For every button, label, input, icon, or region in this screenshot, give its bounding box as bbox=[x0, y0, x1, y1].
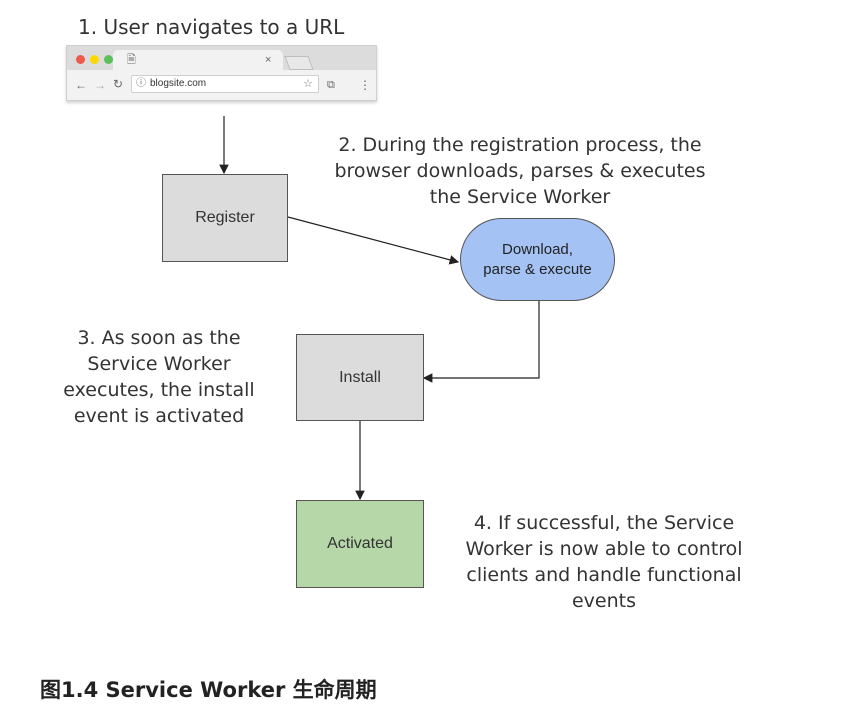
maximize-window-dot bbox=[104, 55, 113, 64]
cast-icon: ⧉ bbox=[327, 79, 335, 91]
step1-label: 1. User navigates to a URL bbox=[78, 15, 345, 39]
browser-window-illustration: 🗎 × ← → ↻ ⓘ blogsite.com ☆ ⧉ ⋮ bbox=[66, 45, 377, 101]
star-icon: ☆ bbox=[303, 78, 313, 90]
step3-line-4: event is activated bbox=[73, 405, 245, 427]
activated-node: Activated bbox=[296, 500, 424, 588]
register-node: Register bbox=[162, 174, 288, 262]
install-label: Install bbox=[339, 368, 381, 386]
close-tab-icon: × bbox=[265, 54, 272, 66]
close-window-dot bbox=[76, 55, 85, 64]
info-icon: ⓘ bbox=[136, 78, 146, 89]
step3-line-2: Service Worker bbox=[87, 353, 231, 375]
browser-tab: 🗎 × bbox=[113, 50, 283, 70]
activated-label: Activated bbox=[327, 535, 393, 552]
forward-arrow-icon: → bbox=[94, 78, 106, 92]
browser-tab-strip: 🗎 × bbox=[67, 46, 376, 70]
arrow-register-to-download bbox=[287, 216, 460, 265]
step2-line-2: browser downloads, parses & executes bbox=[334, 160, 706, 182]
step4-line-4: events bbox=[571, 590, 636, 612]
page-icon: 🗎 bbox=[127, 54, 136, 66]
reload-icon: ↻ bbox=[113, 77, 124, 91]
step2-line-3: the Service Worker bbox=[429, 186, 611, 208]
url-text: blogsite.com bbox=[150, 78, 207, 89]
step3-line-3: executes, the install bbox=[63, 379, 255, 401]
step4-label: 4. If successful, the Service Worker is … bbox=[444, 510, 764, 614]
install-node: Install bbox=[296, 334, 424, 421]
arrow-download-to-install bbox=[422, 301, 540, 383]
download-label-line-2: parse & execute bbox=[483, 260, 592, 278]
minimize-window-dot bbox=[90, 55, 99, 64]
menu-dots-icon: ⋮ bbox=[359, 78, 371, 92]
back-arrow-icon: ← bbox=[75, 78, 87, 92]
download-parse-execute-node: Download, parse & execute bbox=[460, 218, 615, 301]
step3-line-1: 3. As soon as the bbox=[77, 327, 241, 349]
step3-label: 3. As soon as the Service Worker execute… bbox=[46, 325, 272, 429]
step4-line-1: 4. If successful, the Service bbox=[473, 512, 735, 534]
address-bar: ⓘ blogsite.com ☆ bbox=[131, 75, 319, 93]
step2-line-1: 2. During the registration process, the bbox=[338, 134, 702, 156]
register-label: Register bbox=[195, 209, 255, 226]
download-label-line-1: Download, bbox=[502, 240, 573, 258]
figure-caption: 图1.4 Service Worker 生命周期 bbox=[40, 678, 377, 702]
step2-label: 2. During the registration process, the … bbox=[318, 132, 722, 210]
step4-line-3: clients and handle functional bbox=[466, 564, 742, 586]
step4-line-2: Worker is now able to control bbox=[465, 538, 743, 560]
